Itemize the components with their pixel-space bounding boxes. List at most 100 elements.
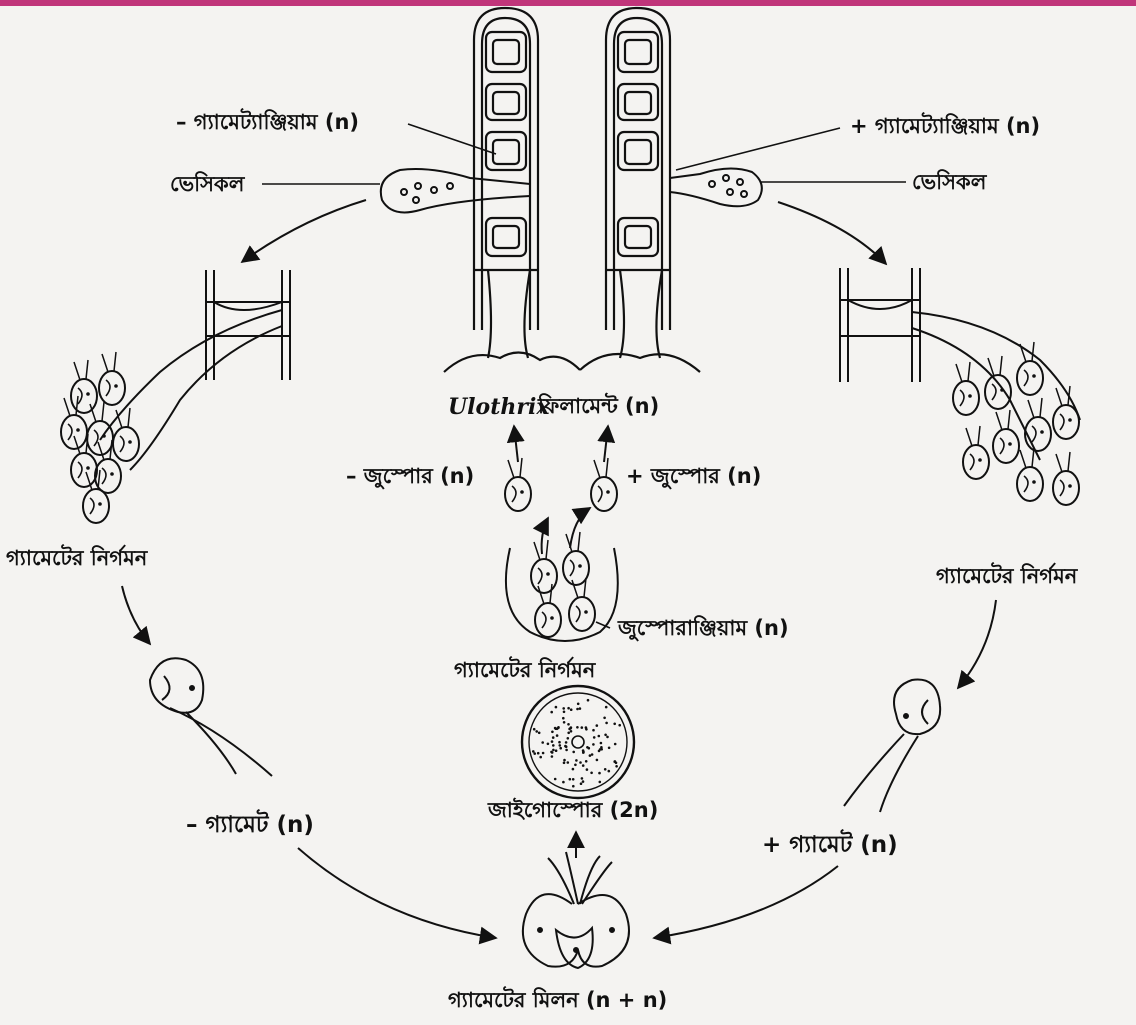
zygospore-dot bbox=[572, 778, 575, 781]
plus-gamete-label: + গ্যামেট (n) bbox=[762, 834, 898, 857]
zygospore-dot bbox=[567, 707, 570, 710]
gamete-release-left-label: গ্যামেটের নির্গমন bbox=[6, 548, 147, 569]
zygospore-dot bbox=[600, 746, 603, 749]
zygospore-dot bbox=[559, 744, 562, 747]
zygospore-dot bbox=[603, 717, 606, 720]
zygospore-dot bbox=[552, 744, 555, 747]
zygospore-dot bbox=[538, 732, 541, 735]
minus-zoospore-cell bbox=[505, 458, 531, 511]
zygospore-dot bbox=[575, 759, 578, 762]
zygospore-dot bbox=[567, 761, 570, 764]
zygospore-dot bbox=[585, 726, 588, 729]
zygospore-dot bbox=[576, 708, 579, 711]
zygospore-dot bbox=[563, 762, 566, 765]
zygospore-dot bbox=[591, 753, 594, 756]
zygospore-dot bbox=[615, 765, 618, 768]
zygospore-dot bbox=[581, 726, 584, 729]
zygospore-dot bbox=[582, 749, 585, 752]
zygospore-dot bbox=[570, 730, 573, 733]
zygospore-dot bbox=[613, 723, 616, 726]
zygospore-dot bbox=[605, 706, 608, 709]
zygospore-dot bbox=[576, 726, 579, 729]
zygospore-dot bbox=[559, 747, 562, 750]
zygospore-dot bbox=[565, 749, 568, 752]
zygospore-dot bbox=[569, 778, 572, 781]
zygospore-dot bbox=[604, 734, 607, 737]
zygospore-dot bbox=[582, 780, 585, 783]
plus-gametangium-label: + গ্যামেট্যাঞ্জিয়াম (n) bbox=[850, 116, 1040, 137]
zygospore-dot bbox=[541, 741, 544, 744]
zygospore-dot bbox=[581, 777, 584, 780]
zygospore-dot bbox=[596, 759, 599, 762]
zygospore-dot bbox=[600, 742, 603, 745]
zygospore-dot bbox=[551, 740, 554, 743]
zygospore-dot bbox=[552, 736, 555, 739]
plus-zoospore-cell bbox=[591, 458, 617, 511]
zygospore-dot bbox=[547, 743, 550, 746]
zygospore-dot bbox=[574, 764, 577, 767]
zygospore-dot bbox=[608, 747, 611, 750]
vesicle-right-label: ভেসিকল bbox=[912, 172, 986, 193]
zygospore-dot bbox=[593, 736, 596, 739]
zygospore-dot bbox=[592, 743, 595, 746]
zygospore-dot bbox=[532, 750, 535, 753]
zygospore-dot bbox=[551, 755, 554, 758]
zygospore-dot bbox=[550, 711, 553, 714]
zygospore-dot bbox=[608, 770, 611, 773]
zygospore-dot bbox=[562, 781, 565, 784]
zygospore-dot bbox=[614, 743, 617, 746]
left-filament bbox=[444, 8, 580, 372]
gamete-release-right-label: গ্যামেটের নির্গমন bbox=[936, 566, 1077, 587]
zygospore-dot bbox=[605, 722, 608, 725]
zygospore-dot bbox=[592, 729, 595, 732]
zygospore-dot bbox=[562, 707, 565, 710]
zygospore-dot bbox=[589, 754, 592, 757]
zoosporangium-label: জুস্পোরাঞ্জিয়াম (n) bbox=[618, 618, 789, 639]
minus-gamete-label: – গ্যামেট (n) bbox=[186, 814, 314, 837]
zygospore-dot bbox=[551, 731, 554, 734]
zygospore-dot bbox=[563, 759, 566, 762]
zygospore-dot bbox=[555, 749, 558, 752]
zygospore-dot bbox=[579, 707, 582, 710]
zygospore-dot bbox=[586, 768, 589, 771]
zygospore-dot bbox=[567, 732, 570, 735]
zygospore-dot bbox=[551, 751, 554, 754]
zoosporangium-cell bbox=[506, 548, 618, 641]
zygospore-dot bbox=[614, 760, 617, 763]
zygospore-dot bbox=[606, 736, 609, 739]
zygospore-dot bbox=[562, 717, 565, 720]
gamete-fusion-label: গ্যামেটের মিলন (n + n) bbox=[448, 990, 667, 1011]
zygospore-dot bbox=[572, 768, 575, 771]
minus-gamete-cell bbox=[150, 658, 272, 776]
zygospore-dot bbox=[590, 772, 593, 775]
gamete-fusion-cell bbox=[523, 852, 629, 968]
zygospore-dot bbox=[565, 745, 568, 748]
right-vesicle bbox=[670, 168, 762, 206]
zygospore-dot bbox=[567, 737, 570, 740]
zygospore-dot bbox=[604, 768, 607, 771]
left-gamete-release bbox=[100, 270, 290, 470]
minus-gametangium-label: – গ্যামেট্যাঞ্জিয়াম (n) bbox=[176, 112, 359, 133]
zygospore-dot bbox=[577, 703, 580, 706]
zygospore-dot bbox=[585, 760, 588, 763]
plus-zoospore-label: + জুস্পোর (n) bbox=[626, 466, 761, 487]
minus-zoospore-label: – জুস্পোর (n) bbox=[346, 466, 474, 487]
zygospore-dot bbox=[552, 749, 555, 752]
zygospore-dot bbox=[572, 751, 575, 754]
zygospore-dot bbox=[570, 708, 573, 711]
zygospore-dot bbox=[558, 741, 561, 744]
zygospore-dot bbox=[598, 772, 601, 775]
zygospore-dot bbox=[539, 756, 542, 759]
zygospore-dot bbox=[596, 724, 599, 727]
right-gamete-release bbox=[840, 268, 1080, 460]
zygospore-label: জাইগোস্পোর (2n) bbox=[488, 800, 658, 821]
gamete-release-center-label: গ্যামেটের নির্গমন bbox=[454, 660, 595, 681]
plus-gamete-cell bbox=[844, 680, 940, 812]
zygospore-dot bbox=[554, 778, 557, 781]
zygospore-dot bbox=[542, 752, 545, 755]
zygospore-dot bbox=[570, 726, 573, 729]
zygospore-dot bbox=[579, 761, 582, 764]
zygospore-dot bbox=[572, 785, 575, 788]
zygospore-dot bbox=[565, 741, 568, 744]
